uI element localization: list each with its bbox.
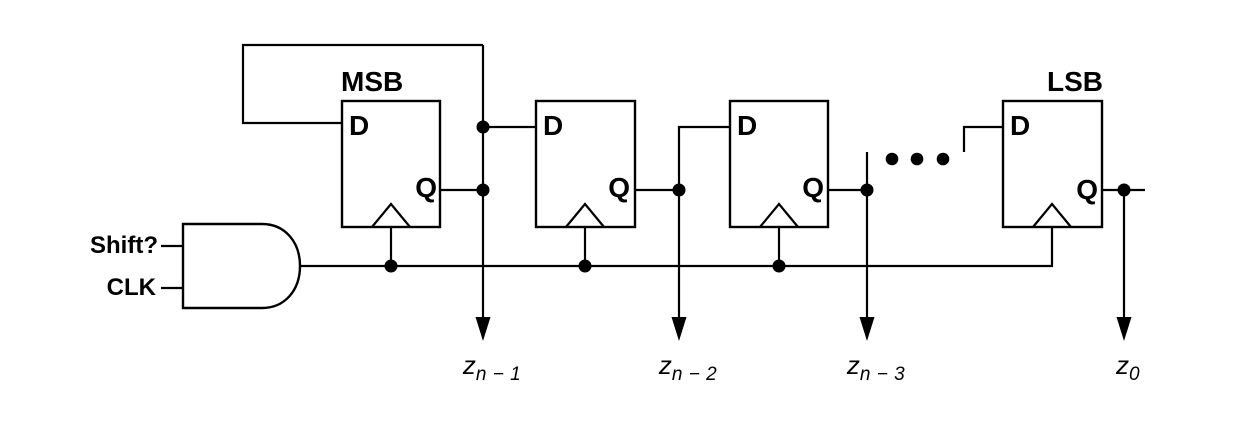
zn3-output-label: zn − 3 [846,350,905,384]
clock-bus-wire [300,227,1054,268]
zn2-arrowhead-icon [671,317,687,341]
zn3-base: z [846,350,860,380]
ff-msb-box [340,99,442,229]
z0-output-label: z0 [1115,350,1140,384]
ff-msb-q-label: Q [415,172,437,203]
junction-dot [476,120,490,134]
ff3-clock-edge-icon [759,202,799,228]
zn3-subscript: n − 3 [859,364,906,385]
junction-dot [578,259,592,273]
ff3-q-label: Q [802,172,824,203]
ellipsis-dot [910,152,924,166]
ff-lsb-q-label: Q [1076,174,1098,205]
ff-lsb-clock-edge-icon [1032,202,1072,228]
junction-dots [384,120,1131,273]
zn2-output-label: zn − 2 [658,350,717,384]
z0-subscript: 0 [1128,364,1141,385]
junction-dot [672,183,686,197]
junction-dot [772,259,786,273]
ff-lsb-box [1001,99,1104,229]
ff2-d-label: D [543,110,564,141]
zn2-base: z [658,350,672,380]
shift-input-label: Shift? [90,232,158,259]
ff-lsb-d-label: D [1010,110,1031,141]
ff-msb-clock-edge-icon [371,202,411,228]
ff-lsb-d-wire [962,125,1003,152]
ff-lsb-title: LSB [1047,66,1103,97]
z0-base: z [1115,350,1129,380]
zn1-subscript: n − 1 [475,364,522,385]
ff3-box [728,99,830,229]
ff2-clock-edge-icon [565,202,605,228]
zn2-subscript: n − 2 [671,364,718,385]
z0-arrowhead-icon [1116,317,1132,341]
ellipsis-dot [885,152,899,166]
and-gate-body [181,222,302,310]
ellipsis-dots [885,152,950,166]
zn1-base: z [462,350,476,380]
zn1-output-label: zn − 1 [462,350,521,384]
junction-dot [476,183,490,197]
ellipsis-dot [936,152,950,166]
zn1-arrowhead-icon [475,317,491,341]
feedback-wire [241,43,483,125]
ff2-box [534,99,637,229]
ff-msb-d-label: D [349,110,370,141]
junction-dot [860,183,874,197]
output-arrowheads [475,317,1132,341]
ff-msb-title: MSB [341,66,404,97]
ff3-d-wire [677,125,730,318]
ff2-q-label: Q [608,172,630,203]
ff3-d-label: D [737,110,758,141]
junction-dot [384,259,398,273]
junction-dot [1117,183,1131,197]
zn3-arrowhead-icon [859,317,875,341]
clk-input-label: CLK [106,274,156,301]
